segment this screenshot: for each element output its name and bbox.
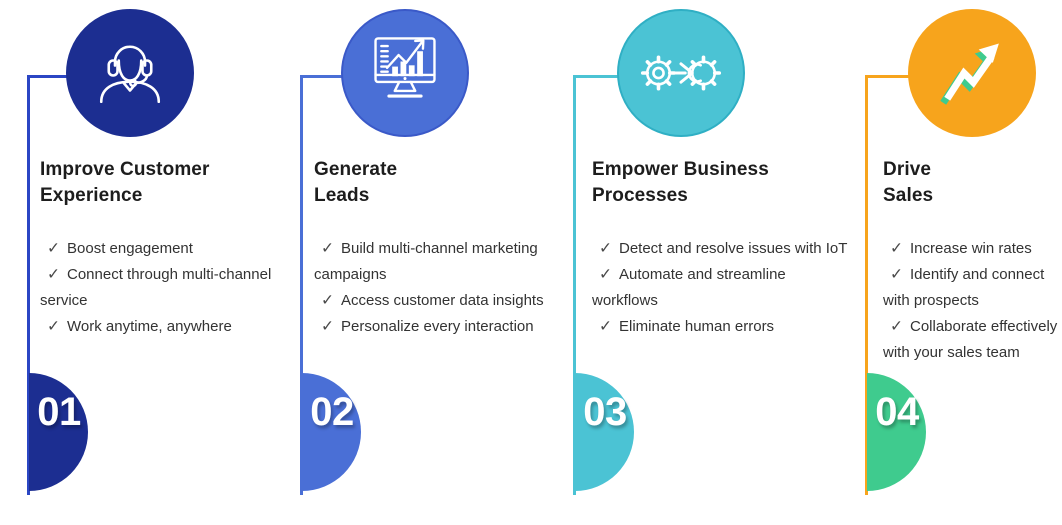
checklist-item: ✓ Increase win rates [883, 236, 1061, 262]
check-icon: ✓ [321, 318, 334, 335]
checklist-item-text: Work anytime, anywhere [67, 318, 232, 335]
check-icon: ✓ [890, 240, 903, 257]
checklist-item: ✓ Access customer data insights [314, 288, 562, 314]
step-badge: 01 [29, 373, 88, 491]
gears-automation-icon [636, 40, 726, 106]
check-icon: ✓ [47, 240, 60, 257]
checklist-item-text: Connect through multi-channel [67, 266, 272, 283]
support-agent-icon [90, 33, 170, 113]
checklist-item-text: with your sales team [883, 344, 1020, 361]
column-title: Improve Customer Experience [40, 159, 210, 206]
timeline-line [300, 75, 303, 495]
checklist-item: ✓ Identify and connect with prospects [883, 262, 1061, 314]
checklist: ✓ Detect and resolve issues with IoT ✓ Aut… [592, 236, 850, 340]
checklist: ✓ Boost engagement ✓ Connect through multi… [40, 236, 290, 340]
check-icon: ✓ [599, 240, 612, 257]
checklist: ✓ Increase win rates ✓ Identify and connec… [883, 236, 1061, 366]
check-icon: ✓ [890, 266, 903, 283]
growth-arrow-icon [929, 43, 999, 116]
check-icon: ✓ [890, 318, 903, 335]
checklist-item: ✓ Eliminate human errors [592, 314, 850, 340]
checklist-item: ✓ Boost engagement [40, 236, 290, 262]
check-icon: ✓ [599, 318, 612, 335]
icon-circle [66, 9, 194, 137]
checklist-item: ✓ Work anytime, anywhere [40, 314, 290, 340]
checklist-item-text: Automate and streamline [619, 266, 786, 283]
step-number: 04 [875, 390, 919, 434]
check-icon: ✓ [47, 318, 60, 335]
checklist-item-text: Collaborate effectively [910, 318, 1058, 335]
step-badge: 03 [575, 373, 634, 491]
checklist-item-text: Detect and resolve issues with IoT [619, 240, 848, 257]
check-icon: ✓ [321, 292, 334, 309]
checklist-item: ✓ Detect and resolve issues with IoT [592, 236, 850, 262]
column-drive-sales: Drive Sales ✓ Increase win rates ✓ Identif… [865, 0, 1062, 525]
column-empower-business-processes: Empower Business Processes ✓ Detect and r… [573, 0, 853, 525]
checklist-item-text: service [40, 292, 88, 309]
column-title: Empower Business Processes [592, 159, 769, 206]
checklist-item: ✓ Build multi-channel marketing campaigns [314, 236, 562, 288]
step-number: 03 [583, 390, 627, 434]
icon-circle [908, 9, 1036, 137]
step-number: 01 [37, 390, 81, 434]
column-title: Drive Sales [883, 159, 934, 206]
checklist-item-text: workflows [592, 292, 658, 309]
check-icon: ✓ [599, 266, 612, 283]
check-icon: ✓ [47, 266, 60, 283]
timeline-line [865, 75, 868, 495]
checklist-item-text: Identify and connect [910, 266, 1045, 283]
step-badge: 04 [867, 373, 926, 491]
checklist-item-text: with prospects [883, 292, 979, 309]
step-number: 02 [310, 390, 354, 434]
column-improve-customer-experience: Improve Customer Experience ✓ Boost engag… [27, 0, 297, 525]
column-title: Generate Leads [314, 159, 398, 206]
checklist-item-text: Build multi-channel marketing [341, 240, 538, 257]
checklist-item: ✓ Personalize every interaction [314, 314, 562, 340]
icon-circle [617, 9, 745, 137]
chart-monitor-icon [364, 32, 446, 114]
checklist-item-text: Boost engagement [67, 240, 193, 257]
checklist-item: ✓ Collaborate effectively with your sales … [883, 314, 1061, 366]
checklist-item: ✓ Connect through multi-channel service [40, 262, 290, 314]
icon-circle [341, 9, 469, 137]
checklist-item-text: campaigns [314, 266, 387, 283]
checklist-item-text: Increase win rates [910, 240, 1032, 257]
checklist-item-text: Eliminate human errors [619, 318, 775, 335]
checklist-item-text: Personalize every interaction [341, 318, 534, 335]
check-icon: ✓ [321, 240, 334, 257]
checklist-item: ✓ Automate and streamline workflows [592, 262, 850, 314]
timeline-line [27, 75, 30, 495]
timeline-line [573, 75, 576, 495]
step-badge: 02 [302, 373, 361, 491]
checklist-item-text: Access customer data insights [341, 292, 544, 309]
column-generate-leads: Generate Leads ✓ Build multi-channel mark… [300, 0, 570, 525]
